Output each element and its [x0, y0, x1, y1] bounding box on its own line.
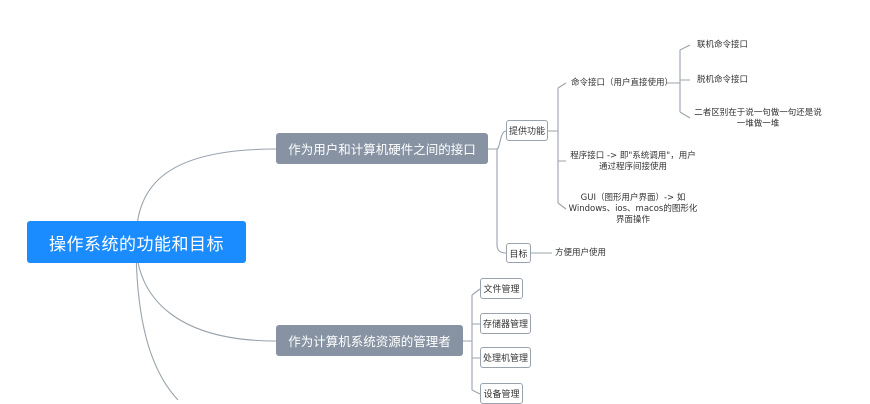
offline-command-node[interactable]: 脱机命令接口 — [697, 75, 749, 85]
command-interface-node[interactable]: 命令接口（用户直接使用） — [571, 78, 674, 88]
difference-line-1: 二者区别在于说一句做一句还是说 — [694, 108, 822, 118]
gui-line-1: GUI（图形用户界面）-> 如 — [580, 193, 686, 203]
connector-command-bracket — [666, 44, 691, 119]
online-command-node[interactable]: 联机命令接口 — [697, 40, 749, 50]
file-management-node[interactable]: 文件管理 — [480, 278, 523, 299]
root-node[interactable]: 操作系统的功能和目标 — [27, 221, 246, 263]
gui-line-2: Windows、ios、macos的图形化 — [568, 204, 698, 214]
connector-manager-bracket — [463, 288, 481, 395]
program-interface-line-1: 程序接口 -> 即"系统调用"，用户 — [570, 151, 696, 161]
processor-management-node[interactable]: 处理机管理 — [480, 347, 531, 368]
program-interface-line-2: 通过程序间接使用 — [598, 162, 667, 172]
memory-management-node[interactable]: 存储器管理 — [480, 313, 531, 334]
program-interface-node[interactable]: 程序接口 -> 即"系统调用"，用户 通过程序间接使用 — [566, 151, 700, 173]
provide-functions-node[interactable]: 提供功能 — [506, 120, 548, 141]
connector-interface-goal — [496, 149, 507, 254]
gui-node[interactable]: GUI（图形用户界面）-> 如 Windows、ios、macos的图形化 界面… — [566, 193, 700, 226]
goal-text[interactable]: 方便用户使用 — [555, 248, 607, 258]
connector-interface-provide — [488, 130, 507, 150]
branch-interface[interactable]: 作为用户和计算机硬件之间的接口 — [276, 133, 488, 164]
branch-manager[interactable]: 作为计算机系统资源的管理者 — [276, 325, 463, 356]
goal-node[interactable]: 目标 — [506, 243, 531, 263]
gui-line-3: 界面操作 — [615, 215, 650, 225]
connector-provide-bracket — [548, 82, 567, 210]
connector-root-offscreen — [135, 241, 179, 400]
device-management-node[interactable]: 设备管理 — [480, 383, 523, 404]
difference-line-2: 一堆做一堆 — [736, 119, 780, 129]
difference-node[interactable]: 二者区别在于说一句做一句还是说 一堆做一堆 — [690, 108, 826, 130]
